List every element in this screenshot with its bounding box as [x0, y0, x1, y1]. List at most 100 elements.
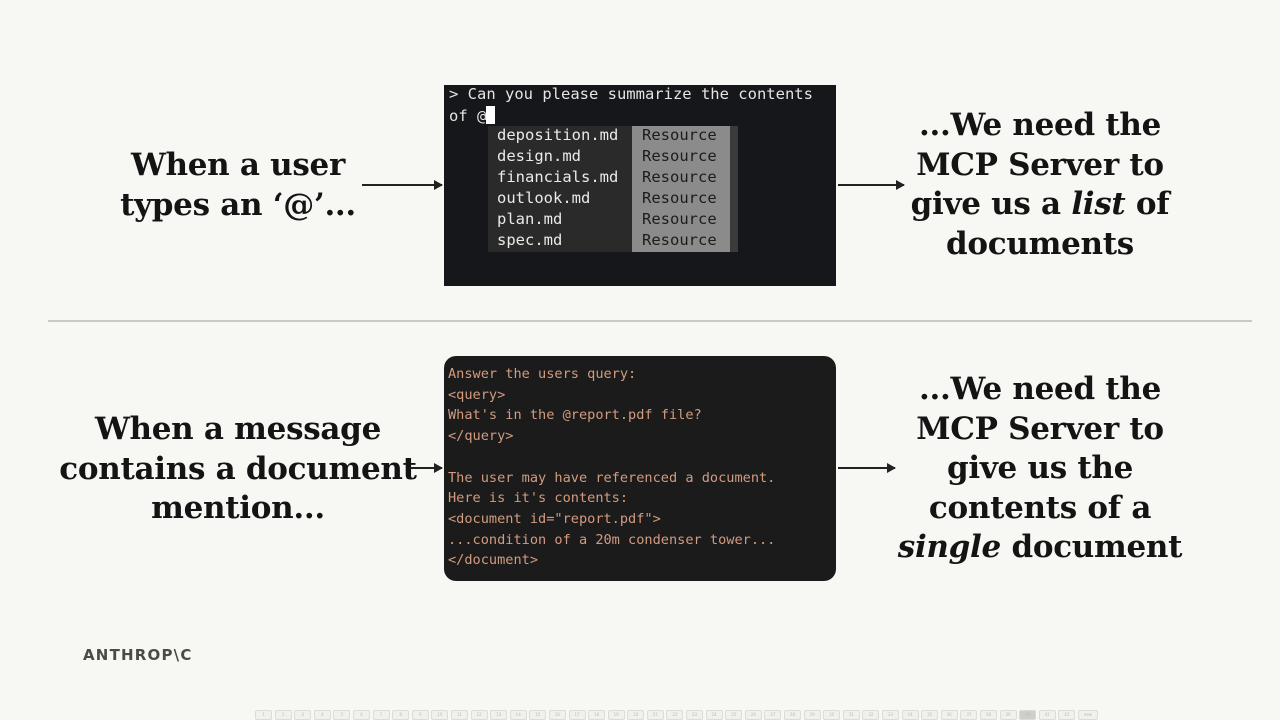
caption-line: types an ‘@’...	[120, 186, 356, 223]
slide-thumb-38[interactable]: 38	[979, 710, 997, 720]
resource-type: Resource	[642, 231, 717, 249]
caption-text: MCP Server to	[916, 410, 1164, 447]
caption-text: of	[1125, 186, 1170, 222]
slide-thumb-4[interactable]: 4	[313, 710, 331, 720]
dropdown-item[interactable]: financials.md Resource	[488, 168, 738, 189]
slide-thumb-30[interactable]: 30	[823, 710, 841, 720]
slide-thumb-14[interactable]: 14	[509, 710, 527, 720]
slide-thumb-41[interactable]: 41	[1038, 710, 1056, 720]
caption-emphasis: list	[1071, 186, 1126, 222]
caption-line: When a user	[130, 147, 346, 183]
slide-thumb-26[interactable]: 26	[744, 710, 762, 720]
slide-thumb-19[interactable]: 19	[607, 710, 625, 720]
caption-line: When a message	[94, 411, 381, 447]
slide-thumb-28[interactable]: 28	[784, 710, 802, 720]
resource-name: deposition.md	[497, 126, 619, 144]
slide-thumb-17[interactable]: 17	[568, 710, 586, 720]
caption-text: MCP Server to	[916, 146, 1164, 183]
resource-name: financials.md	[497, 168, 619, 186]
dropdown-item[interactable]: spec.md Resource	[488, 231, 738, 252]
slide-thumb-21[interactable]: 21	[646, 710, 664, 720]
slide-thumb-10[interactable]: 10	[431, 710, 449, 720]
dropdown-item[interactable]: outlook.md Resource	[488, 189, 738, 210]
slide-thumb-27[interactable]: 27	[764, 710, 782, 720]
slide-thumb-25[interactable]: 25	[725, 710, 743, 720]
slide-thumb-1[interactable]: 1	[255, 710, 272, 720]
slide-thumb-12[interactable]: 12	[470, 710, 488, 720]
text-cursor	[486, 106, 496, 124]
caption-line: documents	[880, 225, 1200, 265]
caption-text: document	[1000, 529, 1183, 565]
caption-line: ...We need the	[880, 106, 1200, 146]
arrow-right	[838, 463, 896, 472]
arrow-right	[362, 180, 443, 189]
prompt-line: </query>	[448, 428, 514, 445]
slide-thumb-35[interactable]: 35	[921, 710, 939, 720]
slide-thumb-2[interactable]: 2	[274, 710, 292, 720]
slide-thumb-24[interactable]: 24	[705, 710, 723, 720]
caption-line: contains a document	[59, 450, 417, 487]
caption-line: give us a list of	[880, 185, 1200, 225]
slide-thumb-29[interactable]: 29	[803, 710, 821, 720]
caption-text: give us the	[946, 450, 1134, 486]
caption-line: MCP Server to	[880, 410, 1200, 450]
caption-text: ...We need the	[918, 371, 1161, 407]
slide-thumb-16[interactable]: 16	[548, 710, 566, 720]
slide-thumb-new[interactable]: new	[1077, 710, 1098, 720]
caption-line: single document	[880, 528, 1200, 568]
prompt-line: <query>	[448, 386, 506, 403]
resource-type: Resource	[642, 168, 717, 186]
prompt-line: </document>	[448, 552, 539, 569]
resource-name: outlook.md	[497, 189, 591, 207]
prompt-input-line[interactable]: of @	[449, 106, 496, 125]
slide-thumb-33[interactable]: 33	[882, 710, 899, 720]
slide-thumb-7[interactable]: 7	[372, 710, 390, 720]
slide-thumb-18[interactable]: 18	[588, 710, 606, 720]
caption-line: contents of a	[880, 489, 1200, 529]
slide-thumb-39[interactable]: 39	[999, 710, 1017, 720]
slide-thumb-11[interactable]: 11	[450, 710, 468, 720]
prompt-template-box: Answer the users query: <query> What's in …	[444, 356, 836, 581]
slide-thumb-23[interactable]: 23	[686, 710, 704, 720]
slide-thumb-9[interactable]: 9	[411, 710, 429, 720]
slide-thumb-31[interactable]: 31	[842, 710, 860, 720]
resource-type: Resource	[642, 210, 717, 228]
slide-thumb-42[interactable]: 42	[1058, 710, 1076, 720]
slide-thumb-22[interactable]: 22	[666, 710, 684, 720]
slide-thumb-15[interactable]: 15	[529, 710, 547, 720]
resource-name: spec.md	[497, 231, 563, 249]
bottom-left-caption: When a message contains a document menti…	[58, 410, 418, 529]
resource-name: plan.md	[497, 210, 563, 228]
slide-thumb-13[interactable]: 13	[490, 710, 508, 720]
slide-thumb-37[interactable]: 37	[960, 710, 978, 720]
caption-line: give us the	[880, 449, 1200, 489]
prompt-line: Answer the users query:	[448, 366, 637, 382]
slide-thumb-34[interactable]: 34	[901, 710, 919, 720]
caption-line: mention...	[151, 490, 325, 526]
section-divider	[48, 320, 1252, 322]
prompt-line: > Can you please summarize the contents	[449, 85, 813, 103]
anthropic-logo: ANTHROP\C	[83, 646, 193, 664]
dropdown-item[interactable]: plan.md Resource	[488, 210, 738, 231]
terminal-autocomplete: > Can you please summarize the contents …	[444, 85, 836, 286]
caption-text: give us a	[910, 186, 1072, 222]
slide-thumb-40[interactable]: 40	[1019, 710, 1037, 720]
arrow-right	[410, 463, 443, 472]
slide-thumb-20[interactable]: 20	[627, 710, 645, 720]
top-left-caption: When a user types an ‘@’...	[88, 146, 388, 225]
prompt-line: What's in the @report.pdf file?	[448, 407, 702, 424]
slide-thumb-32[interactable]: 32	[862, 710, 880, 720]
slide-thumb-5[interactable]: 5	[333, 710, 351, 720]
slide-thumb-36[interactable]: 36	[940, 710, 958, 720]
slide-thumb-6[interactable]: 6	[352, 710, 370, 720]
prompt-line: <document id="report.pdf">	[448, 510, 661, 527]
resource-type: Resource	[642, 189, 717, 207]
slide-thumb-3[interactable]: 3	[294, 710, 312, 720]
slide-thumb-8[interactable]: 8	[392, 710, 410, 720]
dropdown-scrollbar	[730, 126, 738, 252]
caption-text: ...We need the	[918, 107, 1161, 143]
